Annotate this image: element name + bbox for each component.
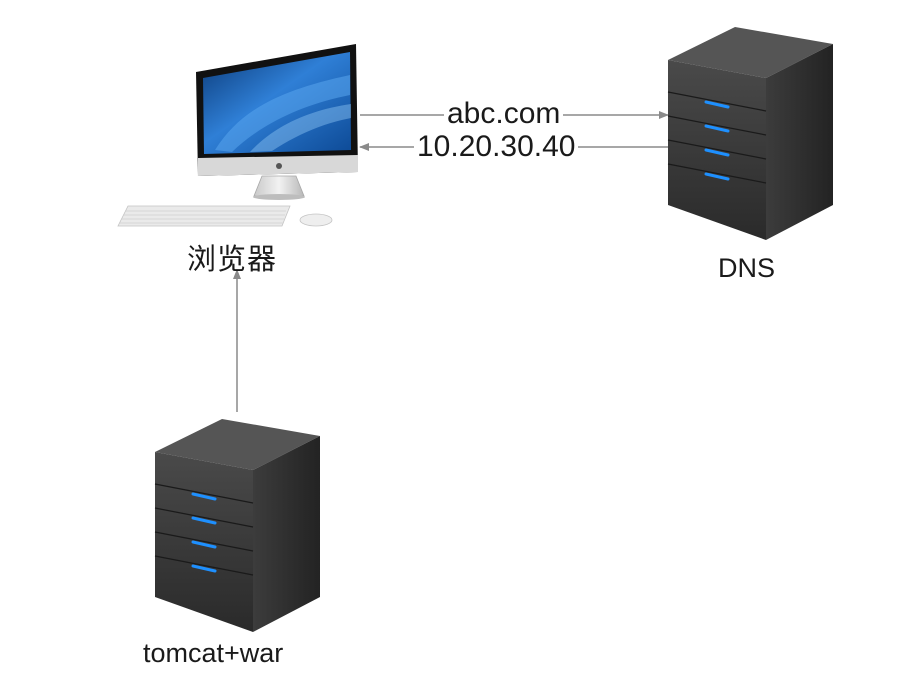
tomcat-server-icon bbox=[154, 419, 320, 632]
tomcat-label: tomcat+war bbox=[143, 638, 284, 668]
dns-label: DNS bbox=[718, 253, 776, 283]
desktop-computer-icon bbox=[117, 44, 358, 227]
request-label: abc.com bbox=[444, 99, 564, 129]
dns-server-icon bbox=[667, 27, 833, 240]
response-label: 10.20.30.40 bbox=[414, 132, 579, 162]
browser-label: 浏览器 bbox=[187, 244, 278, 276]
